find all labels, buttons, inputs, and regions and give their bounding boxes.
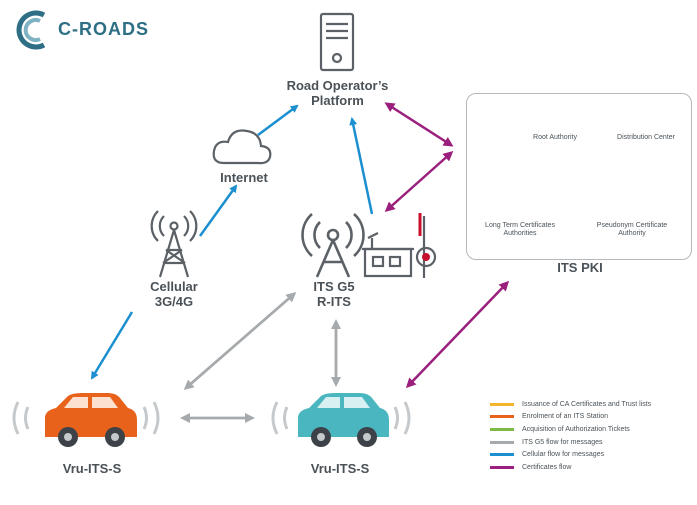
internet-label: Internet [220, 170, 268, 185]
vru-left-label: Vru-ITS-S [62, 461, 122, 476]
certificates-flow-arrow [384, 102, 454, 147]
legend-swatch [490, 465, 514, 469]
legend-swatch [490, 440, 514, 444]
legend-item: ITS G5 flow for messages [490, 436, 690, 449]
logo-text: C-ROADS [58, 19, 149, 39]
platform-label: Road Operator’s Platform [286, 78, 389, 108]
legend-item: Cellular flow for messages [490, 448, 690, 461]
legend-label: ITS G5 flow for messages [522, 438, 603, 446]
legend-swatch [490, 453, 514, 457]
cellular-flow-arrow [257, 104, 299, 137]
legend-label: Cellular flow for messages [522, 451, 605, 459]
server-icon [319, 12, 355, 72]
legend-item: Issuance of CA Certificates and Trust li… [490, 398, 690, 411]
its-g5-label: ITS G5 R-ITS [313, 279, 355, 309]
building-icon [362, 232, 414, 278]
certificates-flow-arrow [384, 151, 454, 212]
car-icon [271, 393, 411, 447]
car-icon [12, 393, 160, 447]
legend-label: Enrolment of an ITS Station [522, 413, 608, 421]
traffic-light-icon [415, 213, 437, 278]
legend-label: Issuance of CA Certificates and Trust li… [522, 400, 652, 408]
legend-swatch [490, 415, 514, 419]
legend-item: Enrolment of an ITS Station [490, 411, 690, 424]
its-g5-flow-arrow [183, 292, 297, 390]
cellular-flow-arrow [349, 117, 374, 215]
vru-right-label: Vru-ITS-S [310, 461, 370, 476]
distribution-center-label: Distribution Center [617, 134, 675, 141]
antenna-icon [301, 213, 365, 278]
cellular-flow-arrow [198, 184, 238, 237]
legend-item: Acquisition of Authorization Tickets [490, 423, 690, 436]
long-term-ca-label: Long Term Certificates Authorities [485, 222, 555, 238]
its-pki-box [466, 93, 692, 260]
legend-swatch [490, 402, 514, 406]
certificates-flow-arrow [405, 280, 510, 389]
cellular-label: Cellular 3G/4G [150, 279, 198, 309]
legend-label: Certificates flow [522, 463, 572, 471]
legend-label: Acquisition of Authorization Tickets [522, 425, 630, 433]
cellular-flow-arrow [90, 311, 134, 380]
pseudonym-ca-label: Pseudonym Certificate Authority [596, 222, 668, 238]
root-authority-label: Root Authority [533, 134, 577, 141]
antenna-icon [150, 210, 198, 278]
cloud-icon [212, 129, 272, 165]
its-pki-label: ITS PKI [557, 260, 603, 275]
c-roads-logo-icon [16, 10, 46, 50]
legend-item: Certificates flow [490, 461, 690, 474]
legend-swatch [490, 427, 514, 431]
legend: Issuance of CA Certificates and Trust li… [490, 398, 690, 474]
